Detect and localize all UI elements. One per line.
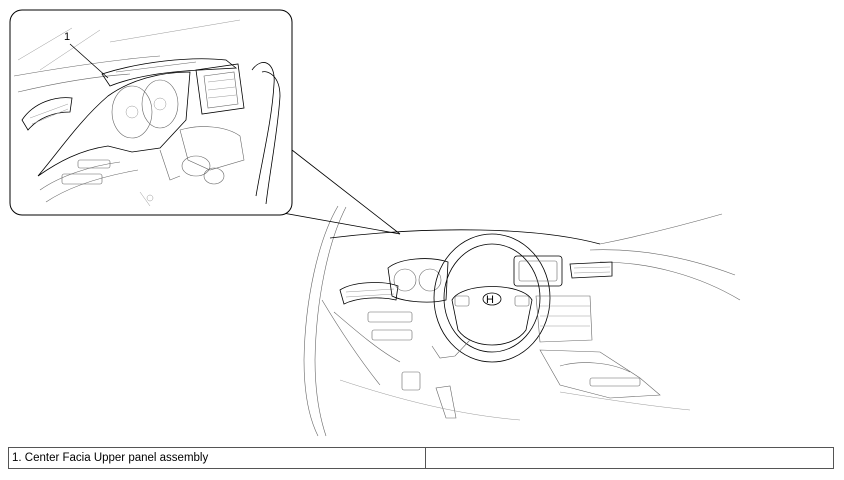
callout-number-1: 1 bbox=[64, 31, 70, 43]
legend-row: 1. Center Facia Upper panel assembly bbox=[8, 447, 834, 469]
legend-table: 1. Center Facia Upper panel assembly bbox=[8, 447, 834, 469]
svg-text:H: H bbox=[486, 294, 494, 306]
legend-item-1: 1. Center Facia Upper panel assembly bbox=[8, 447, 426, 469]
legend-blank-cell bbox=[425, 447, 834, 469]
detail-inset: 1 bbox=[9, 9, 293, 216]
vehicle-interior-illustration: H bbox=[303, 205, 741, 437]
dashboard-removal-diagram: H bbox=[9, 9, 741, 437]
